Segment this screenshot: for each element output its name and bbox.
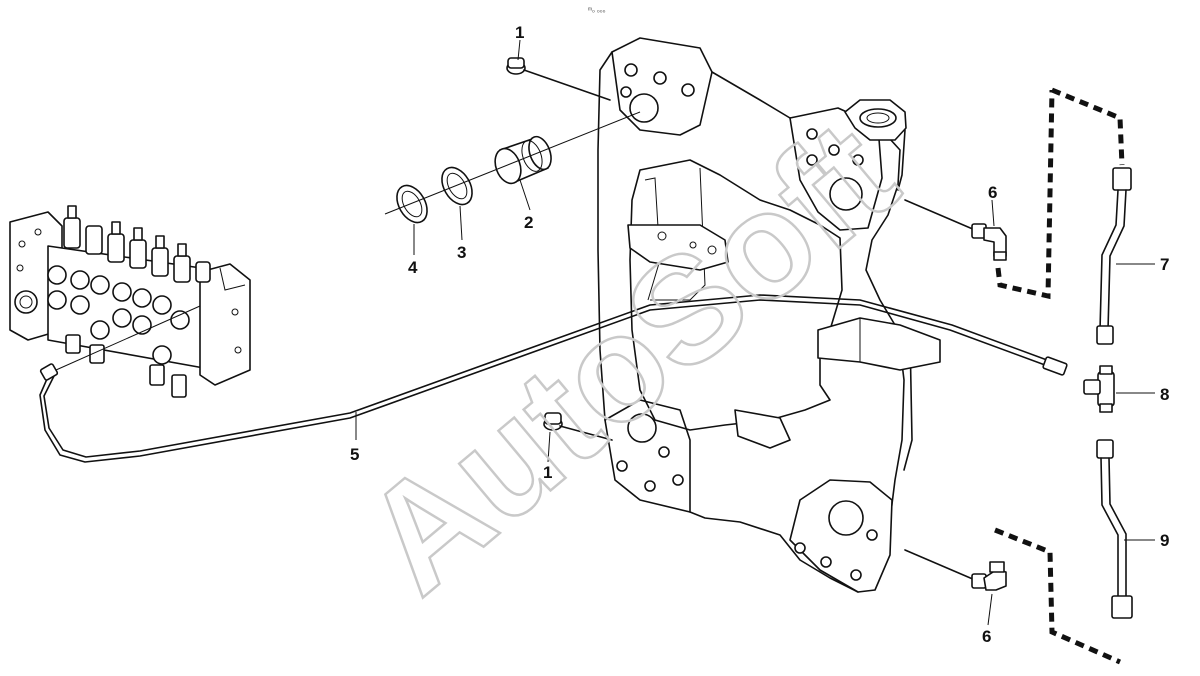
leader-lines	[355, 39, 1155, 626]
elbow-fitting-bottom-icon	[904, 549, 1007, 591]
callout-3: 3	[457, 243, 466, 262]
seal-ring-3-icon	[441, 166, 473, 206]
callout-1-bottom: 1	[543, 463, 552, 482]
callout-4: 4	[408, 258, 418, 277]
callout-5: 5	[350, 445, 359, 464]
callout-7: 7	[1160, 255, 1169, 274]
callout-8: 8	[1160, 385, 1169, 404]
callout-6-bottom: 6	[982, 627, 991, 646]
seal-ring-4-icon	[396, 184, 428, 224]
hose-9-icon	[1096, 439, 1133, 619]
header-mark: ᵐ₀ ₀₀₀	[588, 7, 606, 14]
callout-6-top: 6	[988, 183, 997, 202]
hose-7-icon	[1096, 167, 1132, 345]
plug-top-icon	[506, 57, 611, 101]
hydraulic-line-5-icon	[39, 294, 1068, 463]
callout-2: 2	[524, 213, 533, 232]
break-lines	[994, 87, 1125, 665]
elbow-fitting-top-icon	[904, 199, 1007, 261]
callout-1-top: 1	[515, 23, 524, 42]
control-valve-icon	[9, 205, 251, 398]
plug-bottom-icon	[543, 412, 613, 441]
tee-fitting-icon	[1083, 365, 1115, 413]
bushing-icon	[494, 135, 552, 185]
axle-frame	[597, 37, 941, 593]
callout-9: 9	[1160, 531, 1169, 550]
